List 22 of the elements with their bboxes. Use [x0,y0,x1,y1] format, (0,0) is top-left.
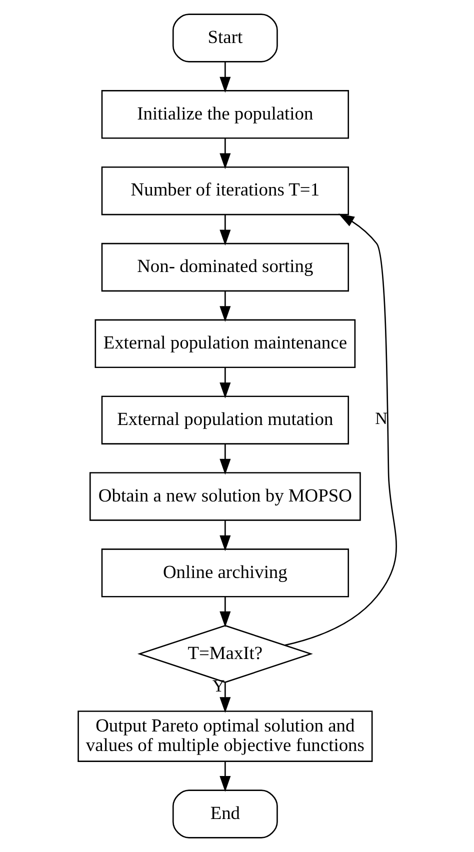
arrow [219,682,230,713]
node-box: Number of iterations T=1 [100,166,348,216]
node-box: External population maintenance [94,319,356,368]
node-box: Initialize the population [100,90,348,139]
arrow [219,596,230,628]
node-box: Online archiving [100,548,348,598]
node-box: Non- dominated sorting [100,242,348,292]
node-box: Start [172,14,278,62]
arrow [219,291,230,322]
arrow [219,761,230,792]
arrow [219,520,230,552]
arrow [219,138,230,170]
arrow [219,62,230,93]
arrow [219,214,230,246]
node-box: Output Pareto optimal solution and values of multiple objective functions [77,710,372,762]
node-box: External population mutation [100,396,348,444]
node-box: Obtain a new solution by MOPSO [88,472,360,521]
edge-label: N [374,408,387,428]
arrow [219,368,230,398]
arrow [284,214,396,646]
arrow [219,444,230,475]
node-box: End [172,790,278,838]
